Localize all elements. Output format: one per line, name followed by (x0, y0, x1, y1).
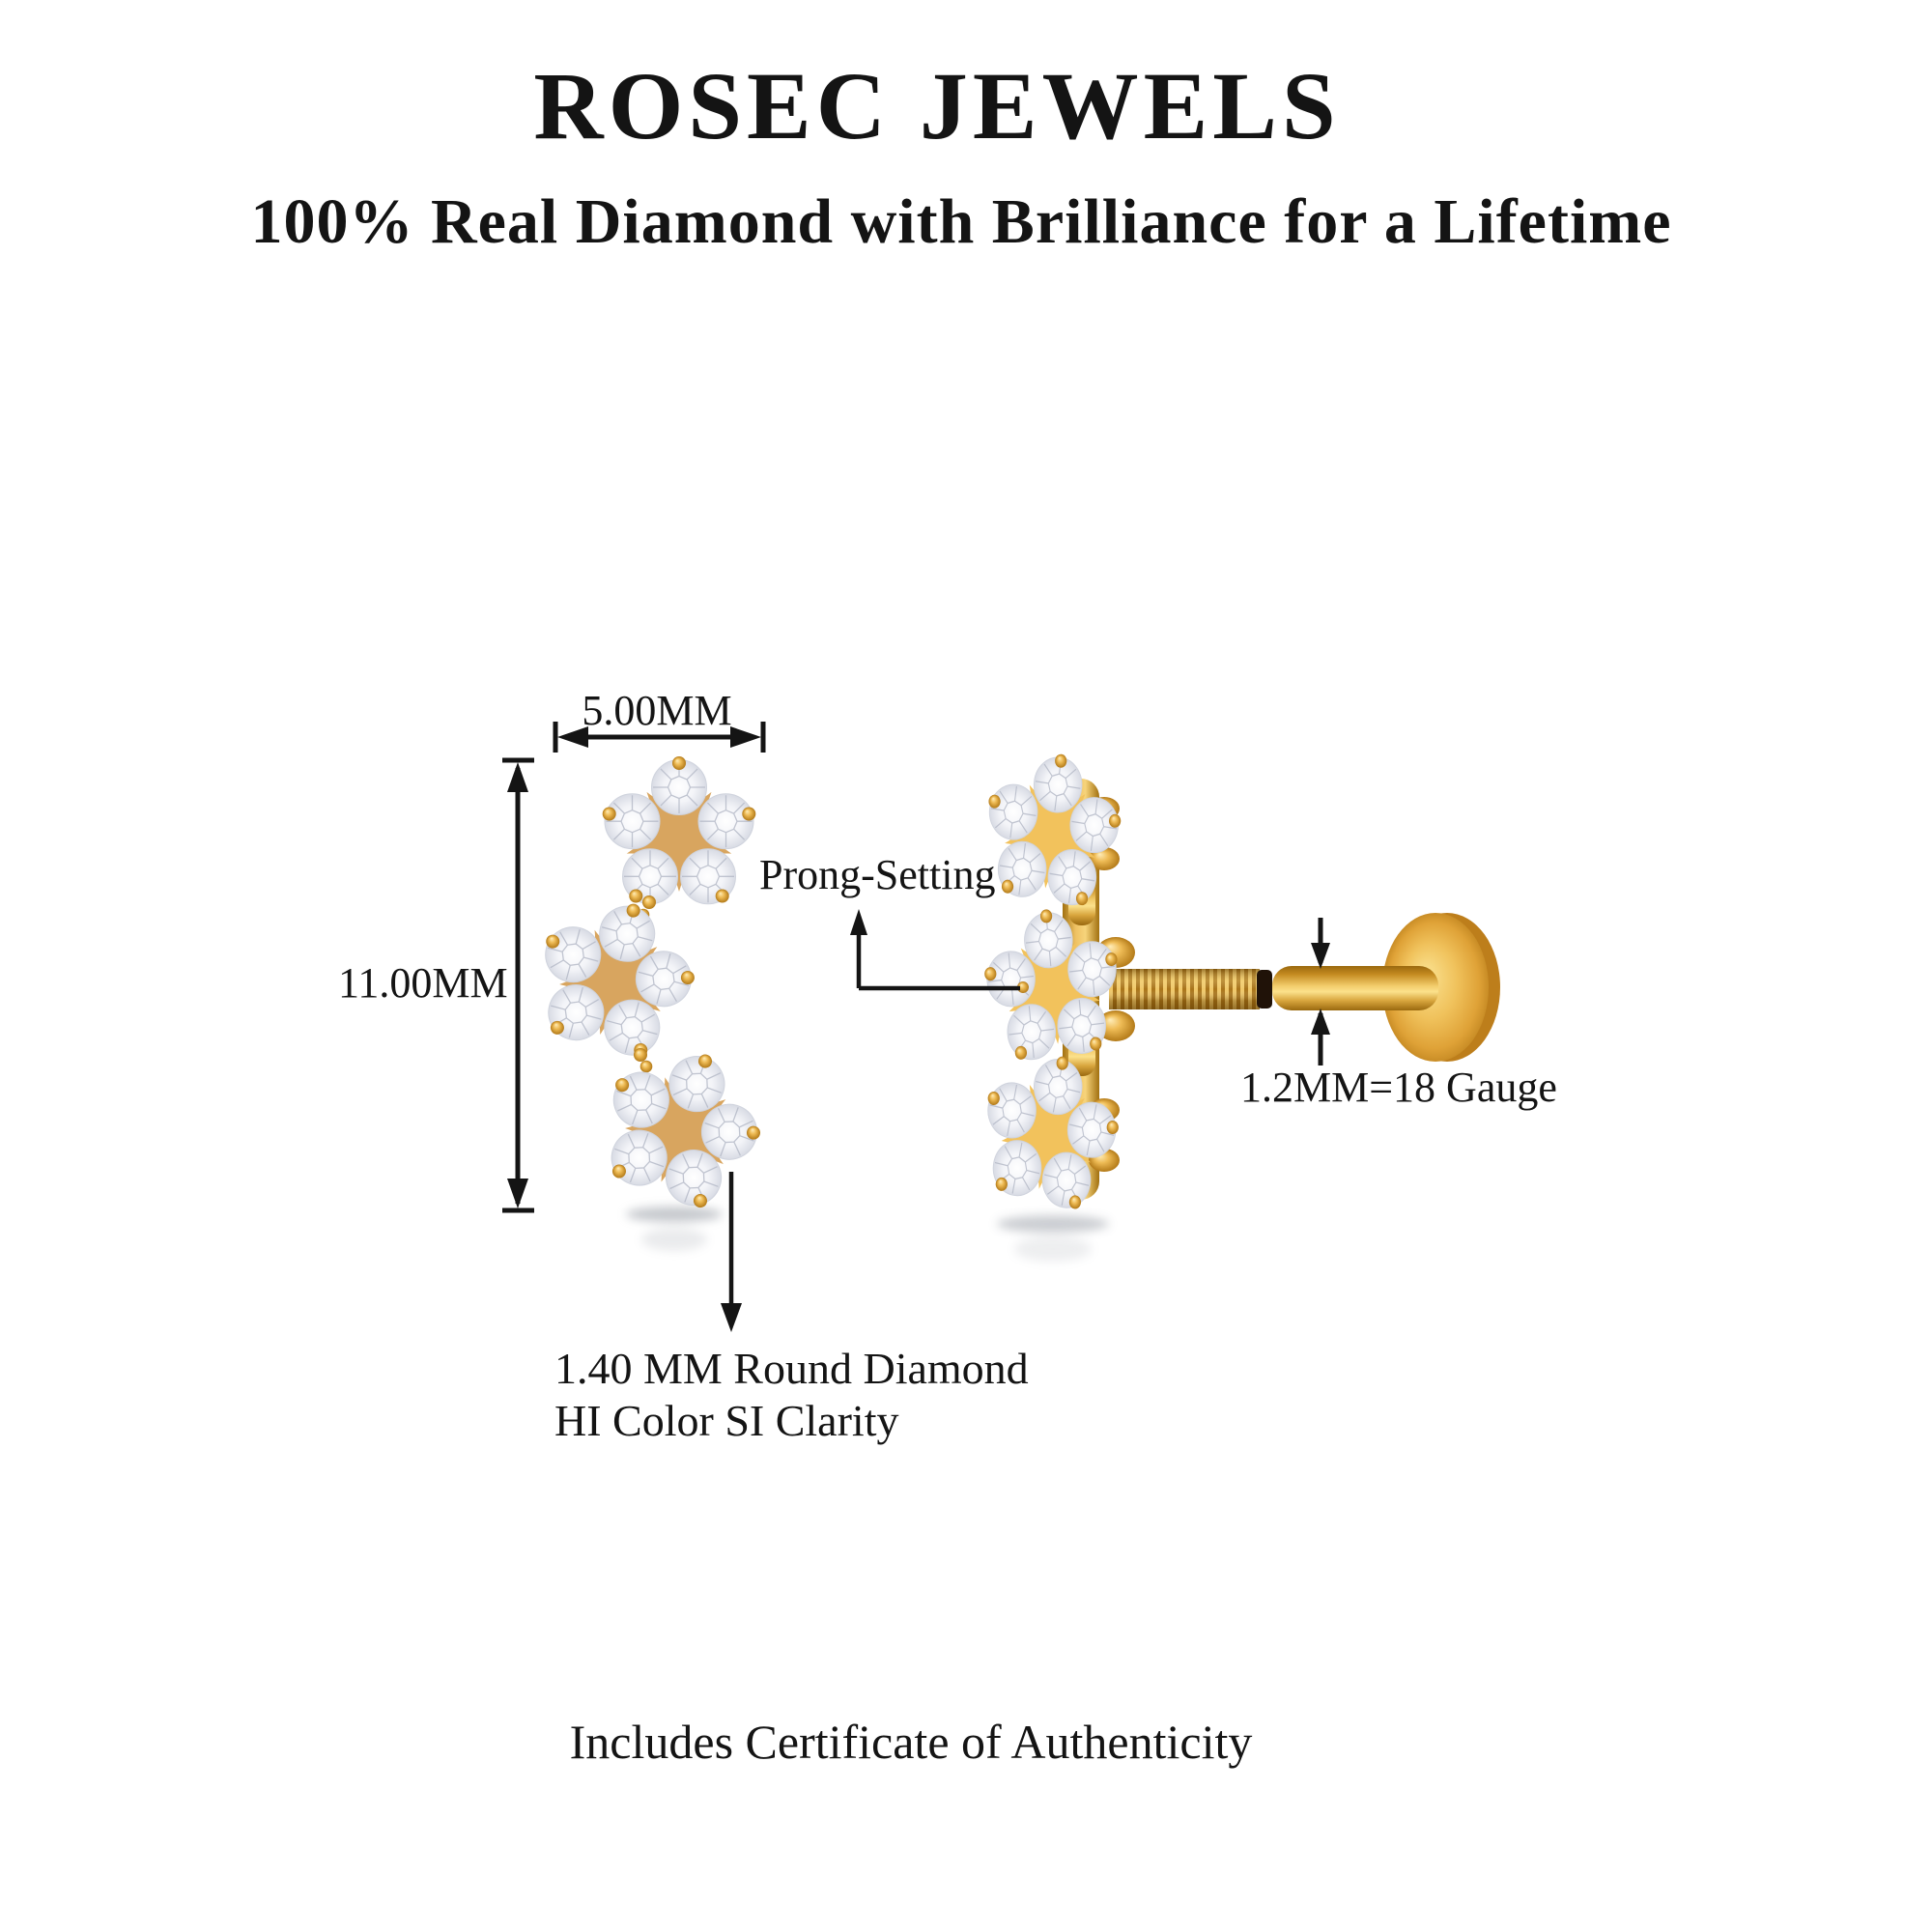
side-view-earring (972, 744, 1500, 1217)
prong-setting-callout (850, 909, 1020, 991)
gauge-dimension (1311, 918, 1330, 1065)
width-dimension-label: 5.00MM (582, 687, 732, 734)
screw-threads (1109, 969, 1260, 1009)
diamond-spec-label: 1.40 MM Round Diamond HI Color SI Clarit… (554, 1343, 1029, 1447)
brand-tagline: 100% Real Diamond with Brilliance for a … (250, 186, 1672, 257)
height-dimension-label: 11.00MM (338, 959, 508, 1007)
brand-title: ROSEC JEWELS (533, 52, 1341, 159)
diamond-spec-line2: HI Color SI Clarity (554, 1396, 899, 1445)
certificate-note: Includes Certificate of Authenticity (569, 1715, 1253, 1769)
gauge-label: 1.2MM=18 Gauge (1240, 1064, 1557, 1111)
ground-shadows (626, 1207, 1109, 1262)
prong-setting-label: Prong-Setting (759, 851, 996, 898)
front-view-earring (523, 756, 780, 1220)
flower-cluster (978, 744, 1127, 911)
flower-cluster (603, 756, 756, 904)
o-ring (1257, 970, 1272, 1009)
flower-cluster (980, 901, 1125, 1065)
flower-cluster (972, 1040, 1129, 1216)
diamond-spec-line1: 1.40 MM Round Diamond (554, 1344, 1029, 1393)
height-dimension (502, 757, 534, 1213)
diamond-spec-callout (721, 1172, 742, 1332)
width-dimension (553, 722, 766, 753)
screw-post (1109, 966, 1438, 1010)
flower-cluster (523, 884, 709, 1066)
flower-cluster (585, 1029, 780, 1220)
